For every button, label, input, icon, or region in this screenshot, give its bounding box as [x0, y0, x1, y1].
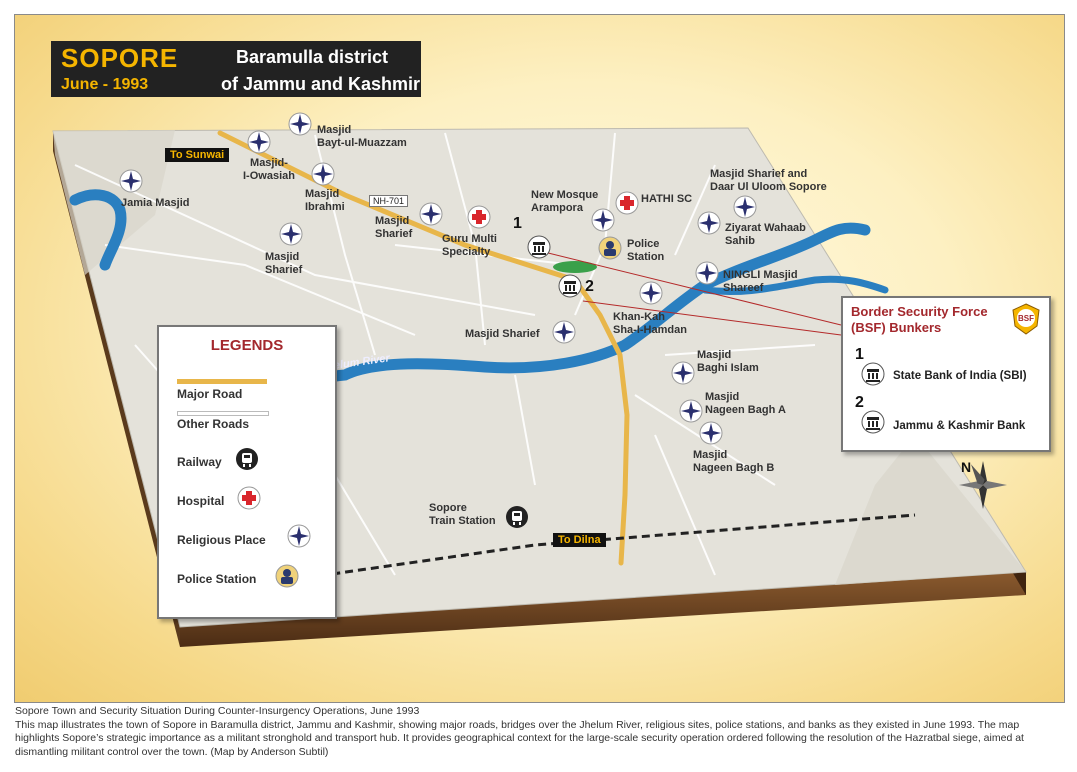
title-date: June - 1993	[61, 76, 149, 93]
railway-icon	[506, 506, 528, 528]
religious-place-icon	[288, 112, 312, 136]
sign-to-dilna: To Dilna	[553, 533, 606, 547]
label-masjid-ibrahmi: Masjid Ibrahmi	[305, 188, 345, 213]
label-masjid-baghi-islam: Masjid Baghi Islam	[697, 349, 759, 374]
label-masjid-owasiah: Masjid- I-Owasiah	[243, 157, 295, 182]
map-caption: Sopore Town and Security Situation Durin…	[15, 705, 1065, 759]
hospital-icon	[237, 486, 261, 510]
major-road	[217, 130, 630, 566]
label-masjid-bayt: Masjid Bayt-ul-Muazzam	[317, 124, 407, 149]
railway-icon	[236, 448, 258, 470]
bunker-number-2: 2	[585, 278, 594, 295]
religious-place-icon	[247, 130, 271, 154]
hospital-icon	[615, 191, 639, 215]
legend-item-other-roads: Other Roads	[177, 417, 250, 431]
label-ningli-masjid: NINGLI Masjid Shareef	[723, 269, 798, 294]
police-station-icon	[598, 236, 622, 260]
religious-place-icon	[119, 169, 143, 193]
religious-place-icon	[591, 208, 615, 232]
religious-place-icon	[287, 524, 311, 548]
bsf-bunker-1-label: State Bank of India (SBI)	[893, 370, 1027, 382]
label-masjid-nageen-a: Masjid Nageen Bagh A	[705, 391, 786, 416]
bsf-emblem-icon: BSF	[1012, 303, 1040, 335]
caption-body: This map illustrates the town of Sopore …	[15, 718, 1024, 758]
river-branch	[701, 275, 889, 296]
label-masjid-nageen-b: Masjid Nageen Bagh B	[693, 449, 775, 474]
label-guru-multi-specialty: Guru Multi Specialty	[442, 233, 497, 258]
legend-item-hospital: Hospital	[177, 494, 225, 508]
bank-bunker-icon	[558, 274, 582, 298]
map-slab-bottom	[180, 572, 1026, 647]
bank-bunker-icon	[527, 235, 551, 259]
label-daar-ul-uloom: Masjid Sharief and Daar Ul Uloom Sopore	[710, 168, 827, 193]
title-district: Baramulla district	[236, 47, 389, 67]
bunker-callout-lines	[539, 250, 842, 336]
bsf-emblem-text: BSF	[1018, 314, 1034, 323]
hospital-icon	[467, 205, 491, 229]
compass-rose	[959, 461, 1007, 509]
religious-place-icon	[671, 361, 695, 385]
legend-major-road-swatch	[177, 379, 267, 384]
bsf-bunker-2-number: 2	[855, 394, 864, 411]
label-masjid-sharief-1: Masjid Sharief	[375, 215, 413, 240]
legend-item-religious-place: Religious Place	[177, 533, 266, 547]
legend-panel: LEGENDS Major Road Other Roads Railway H…	[157, 325, 337, 619]
label-masjid-sharief-2: Masjid Sharief	[265, 251, 303, 276]
police-station-icon	[275, 564, 299, 588]
label-khan-kah: Khan-Kah Sha-I-Hamdan	[613, 311, 687, 336]
legend-other-roads-swatch	[177, 411, 269, 416]
religious-place-icon	[639, 281, 663, 305]
bank-bunker-icon	[861, 362, 885, 386]
compass-north-label: N	[961, 459, 972, 475]
label-train-station: Sopore Train Station	[429, 502, 496, 527]
map-title-box: SOPORE June - 1993 Baramulla district of…	[51, 41, 421, 97]
bsf-bunker-1-number: 1	[855, 346, 864, 363]
bunker-number-1: 1	[513, 215, 522, 232]
terrain-shade	[835, 435, 1026, 585]
religious-place-icon	[733, 195, 757, 219]
label-jamia-masjid: Jamia Masjid	[121, 197, 190, 209]
religious-place-icon	[679, 399, 703, 423]
religious-place-icon	[697, 211, 721, 235]
legend-title: LEGENDS	[210, 337, 284, 354]
legend-item-police-station: Police Station	[177, 572, 257, 586]
label-police-station: Police Station	[627, 238, 665, 263]
label-ziyarat-wahaab: Ziyarat Wahaab Sahib	[725, 222, 806, 247]
highway-label: NH-701	[369, 195, 409, 207]
bsf-title: Border Security Force (BSF) Bunkers	[851, 304, 988, 335]
bank-bunker-icon	[861, 410, 885, 434]
caption-heading: Sopore Town and Security Situation Durin…	[15, 705, 420, 717]
title-state: of Jammu and Kashmir	[221, 74, 421, 94]
park-area	[553, 261, 597, 273]
legend-item-major-road: Major Road	[177, 387, 243, 401]
religious-place-icon	[695, 261, 719, 285]
railway-line	[254, 513, 916, 587]
label-new-mosque-arampora: New Mosque Arampora	[531, 189, 599, 214]
bsf-bunker-2-label: Jammu & Kashmir Bank	[893, 420, 1026, 432]
label-masjid-sharief-3: Masjid Sharief	[465, 328, 540, 340]
map-frame: SOPORE June - 1993 Baramulla district of…	[14, 14, 1065, 703]
religious-place-icon	[311, 162, 335, 186]
religious-place-icon	[419, 202, 443, 226]
religious-place-icon	[699, 421, 723, 445]
sign-to-sunwai: To Sunwai	[165, 148, 230, 162]
bsf-bunkers-panel: Border Security Force (BSF) Bunkers BSF …	[841, 296, 1051, 452]
legend-item-railway: Railway	[177, 455, 222, 469]
label-hathi-sc: HATHI SC	[641, 193, 693, 205]
religious-place-icon	[279, 222, 303, 246]
title-town: SOPORE	[61, 43, 179, 73]
religious-place-icon	[552, 320, 576, 344]
